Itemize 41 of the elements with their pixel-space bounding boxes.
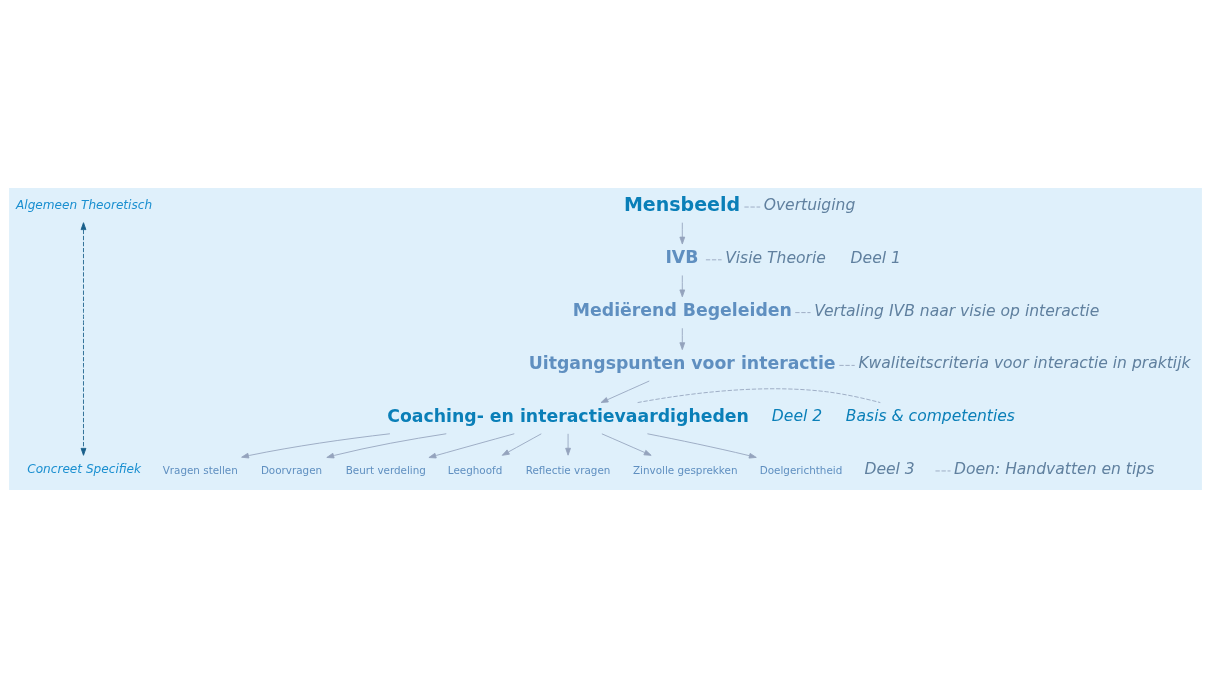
- node-text: Basis & competenties: [845, 407, 1015, 426]
- node-text: Coaching- en interactievaardigheden: [387, 405, 749, 426]
- connector: [743, 206, 761, 208]
- node-text: Leeghoofd: [447, 463, 503, 476]
- label: Deel 2: [771, 407, 823, 426]
- node-text: Kwaliteitscriteria voor interactie in praktijk: [858, 354, 1191, 373]
- arrow: [326, 433, 447, 459]
- arrow: [80, 222, 87, 456]
- node-text: Vertaling IVB naar visie op interactie: [814, 301, 1100, 320]
- arrow: [501, 433, 542, 456]
- node-text: Doorvragen: [260, 463, 323, 476]
- node-text: Mensbeeld: [623, 193, 741, 216]
- node-text: Overtuiging: [763, 195, 856, 214]
- node-text: Visie Theorie: [725, 248, 826, 267]
- node-text: IVB: [665, 247, 699, 268]
- node-text: Zinvolle gesprekken: [632, 463, 738, 476]
- arrow: [241, 433, 391, 459]
- node-text: Doen: Handvatten en tips: [954, 459, 1155, 478]
- connector: [794, 312, 811, 314]
- node-text: Mediërend Begeleiden: [572, 300, 792, 321]
- arrow: [428, 433, 515, 459]
- connector: [705, 259, 723, 261]
- connector: [935, 470, 951, 472]
- connector: [637, 388, 881, 404]
- node-text: Doelgerichtheid: [759, 463, 843, 476]
- arrow: [679, 327, 686, 351]
- arrow: [679, 275, 686, 298]
- label: Deel 1: [850, 248, 901, 267]
- connector: [838, 364, 856, 366]
- arrow: [601, 433, 652, 456]
- label: Deel 3: [864, 459, 915, 478]
- node-text: Concreet Specifiek: [27, 462, 142, 477]
- node-text: Reflectie vragen: [525, 463, 611, 476]
- arrow: [600, 380, 650, 403]
- node-text: Beurt verdeling: [345, 463, 426, 476]
- arrow: [679, 222, 686, 245]
- node-text: Uitgangspunten voor interactie: [528, 352, 836, 373]
- arrow: [565, 433, 571, 456]
- arrow: [647, 433, 757, 459]
- node-text: Algemeen Theoretisch: [15, 198, 153, 213]
- node-text: Vragen stellen: [162, 463, 238, 476]
